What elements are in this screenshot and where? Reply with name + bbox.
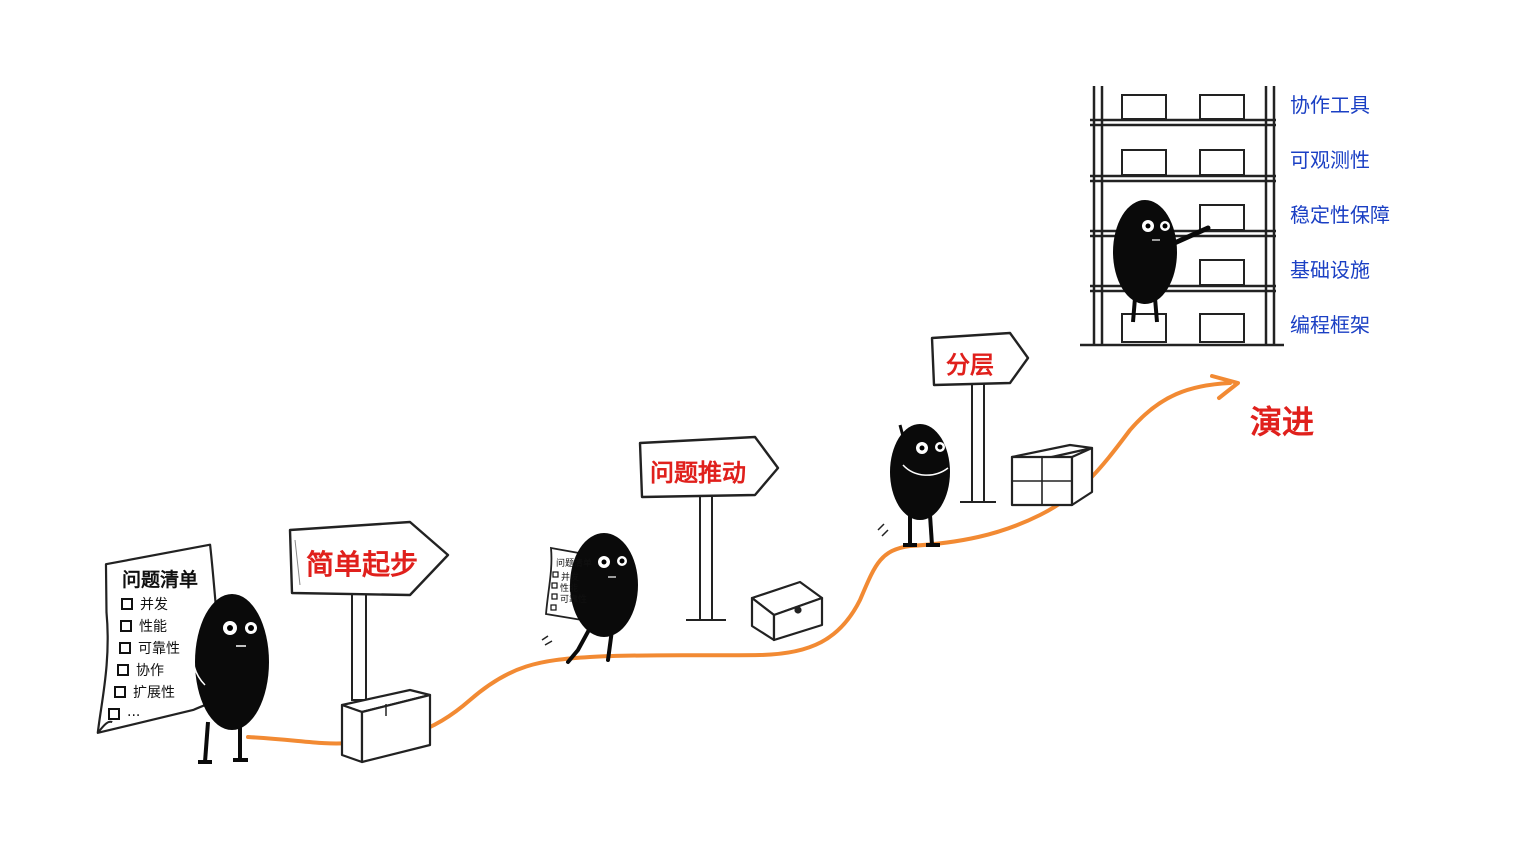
checklist-boxes (108, 598, 133, 720)
shelf-label-framework: 编程框架 (1290, 313, 1370, 337)
shelf-label-observability: 可观测性 (1290, 148, 1370, 172)
mini-checklist-item: 并发 (561, 573, 580, 583)
checklist-item: 性能 (139, 619, 167, 635)
shelf (1080, 86, 1284, 347)
shelf-label-infra: 基础设施 (1290, 258, 1370, 282)
figure-4 (1113, 200, 1211, 323)
sign-layer (930, 331, 1030, 503)
sign-problem (638, 435, 780, 621)
box-3 (1010, 443, 1094, 507)
checklist-item: 协作 (136, 663, 164, 679)
evolution-label: 演进 (1250, 403, 1315, 441)
shelf-label-stability: 稳定性保障 (1290, 203, 1390, 227)
figure-1 (192, 594, 269, 764)
shelf-label-collab: 协作工具 (1290, 93, 1370, 117)
sign-problem-label: 问题推动 (650, 459, 746, 487)
checklist-item: 扩展性 (133, 685, 175, 701)
figure-3 (877, 424, 950, 547)
sign-layer-label: 分层 (946, 351, 994, 379)
sign-start (288, 520, 450, 701)
mini-checklist-item: 可靠性 (560, 595, 588, 605)
sign-start-label: 简单起步 (306, 548, 419, 581)
mini-checklist-title: 问题清单 (556, 559, 593, 569)
checklist-item: 可靠性 (138, 641, 180, 657)
checklist-item: ... (127, 704, 141, 720)
mini-checklist-item: 性能 (560, 584, 579, 594)
checklist-title: 问题清单 (122, 569, 199, 591)
mini-checklist-boxes (550, 571, 559, 611)
arrow-head (1210, 374, 1240, 400)
figure-2 (541, 533, 638, 664)
box-1 (340, 688, 432, 764)
box-2 (750, 580, 824, 642)
checklist-item: 并发 (140, 597, 168, 613)
